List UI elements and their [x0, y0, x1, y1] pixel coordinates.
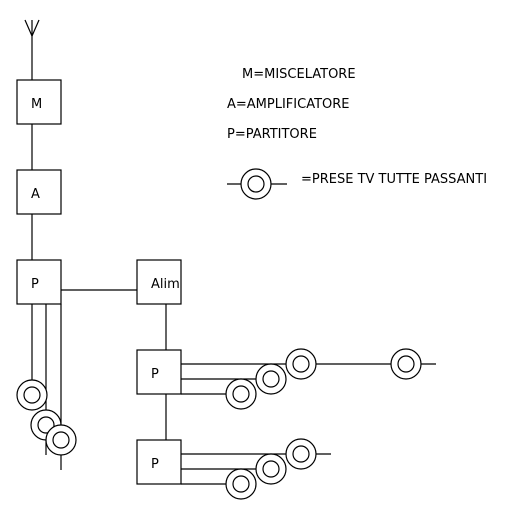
legend: M=MISCELATORE A=AMPLIFICATORE P=PARTITOR…: [227, 67, 487, 200]
outlet-icon: [225, 378, 257, 410]
outlet-icon: [45, 424, 77, 456]
outlet-icon: [285, 348, 317, 380]
outlet-legend-icon: [227, 168, 287, 200]
outlet-icon: [285, 438, 317, 470]
legend-amplifier: A=AMPLIFICATORE: [227, 97, 350, 112]
amplifier-label: A: [31, 187, 40, 202]
splitter-lower-block: P: [136, 439, 182, 485]
mixer-label: M: [31, 97, 42, 112]
legend-splitter: P=PARTITORE: [227, 127, 317, 142]
splitter-upper-block: P: [136, 349, 182, 395]
splitter-main-label: P: [31, 277, 39, 292]
mixer-block: M: [16, 79, 62, 125]
outlet-icon: [16, 379, 48, 411]
splitter-main-block: P: [16, 259, 62, 305]
splitter-lower-label: P: [151, 457, 159, 472]
splitter-upper-label: P: [151, 367, 159, 382]
outlet-icon: [225, 468, 257, 500]
antenna-icon: [24, 19, 40, 80]
power-supply-label: Alim: [151, 277, 180, 292]
amplifier-block: A: [16, 169, 62, 215]
outlet-icon: [255, 363, 287, 395]
legend-outlets: =PRESE TV TUTTE PASSANTI: [301, 172, 487, 187]
outlet-icon: [255, 453, 287, 485]
power-supply-block: Alim: [136, 259, 182, 305]
legend-mixer: M=MISCELATORE: [242, 67, 356, 82]
outlet-icon: [390, 348, 422, 380]
